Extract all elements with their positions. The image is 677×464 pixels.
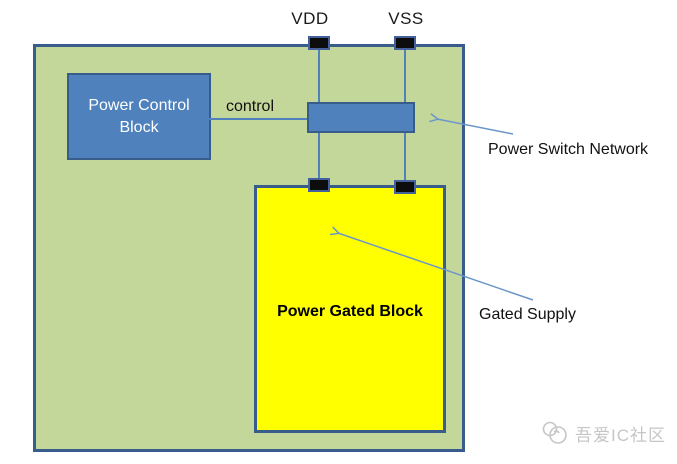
vdd-wire-to-gated-block [318, 133, 320, 186]
watermark: 吾爱IC社区 [541, 420, 666, 446]
gated-block-vdd-pad [308, 178, 330, 192]
control-signal-wire [195, 118, 307, 120]
vss-wire-top [404, 50, 406, 102]
vdd-wire-top [318, 50, 320, 102]
gated-block-vss-pad [394, 180, 416, 194]
power-switch-network-box [307, 102, 415, 133]
vss-top-pad [394, 36, 416, 50]
watermark-logo-icon [542, 421, 567, 444]
vdd-top-pad [308, 36, 330, 50]
watermark-text: 吾爱IC社区 [575, 425, 666, 445]
power-gated-block [254, 185, 446, 433]
vdd-pin-label: VDD [291, 9, 329, 28]
power-switch-network-annotation: Power Switch Network [488, 141, 649, 158]
vss-pin-label: VSS [388, 9, 424, 28]
power-gated-block-label: Power Gated Block [277, 303, 423, 320]
vss-wire-to-gated-block [404, 133, 406, 186]
power-control-block-label: Power Control Block [88, 96, 190, 136]
control-signal-label: control [225, 98, 275, 115]
power-control-block: Power Control Block [67, 73, 211, 160]
gated-supply-annotation: Gated Supply [479, 306, 576, 323]
